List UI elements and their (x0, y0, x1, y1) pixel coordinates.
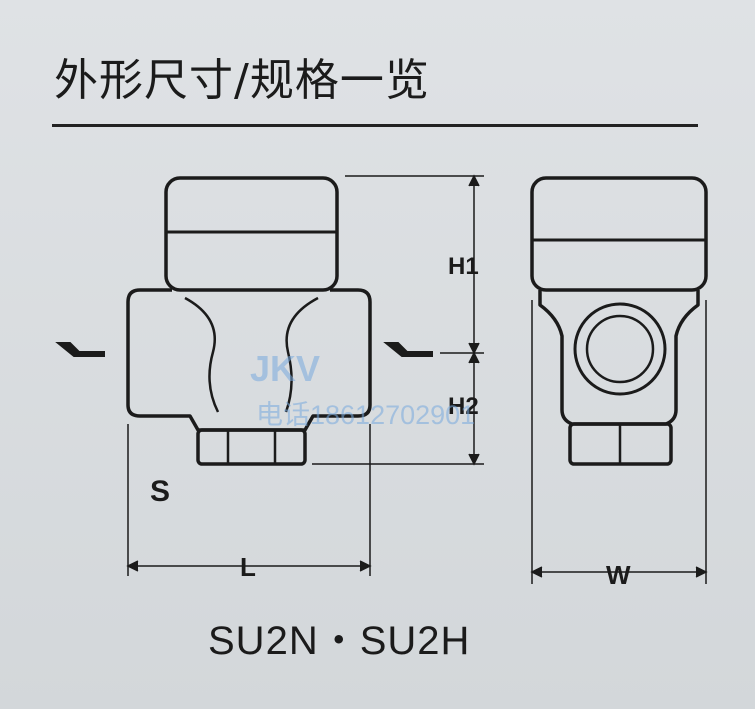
h2-label: H2 (448, 393, 479, 420)
watermark-brand: JKV (250, 348, 321, 389)
length-dimension (126, 424, 372, 576)
front-view (126, 176, 372, 466)
flow-arrow-inlet (55, 342, 105, 357)
side-body (538, 290, 700, 426)
front-hex-plug (196, 428, 307, 466)
h1-label: H1 (448, 253, 479, 280)
s-label: S (150, 475, 170, 508)
width-dimension (530, 300, 708, 584)
front-cap (164, 176, 339, 292)
height-dimension (312, 174, 484, 466)
side-port-outer (573, 302, 667, 396)
side-cap (530, 176, 708, 292)
flow-arrow-outlet (383, 342, 433, 357)
w-label: W (606, 560, 631, 590)
watermark-phone: 电话18612702901 (256, 400, 476, 430)
l-label: L (240, 552, 256, 582)
side-view (530, 176, 708, 466)
front-waist-right (284, 296, 319, 413)
front-waist-left (184, 296, 220, 413)
model-caption: SU2N・SU2H (208, 619, 471, 663)
title-divider (52, 124, 698, 127)
page-title: 外形尺寸/规格一览 (54, 55, 430, 106)
side-port-inner (585, 314, 655, 384)
